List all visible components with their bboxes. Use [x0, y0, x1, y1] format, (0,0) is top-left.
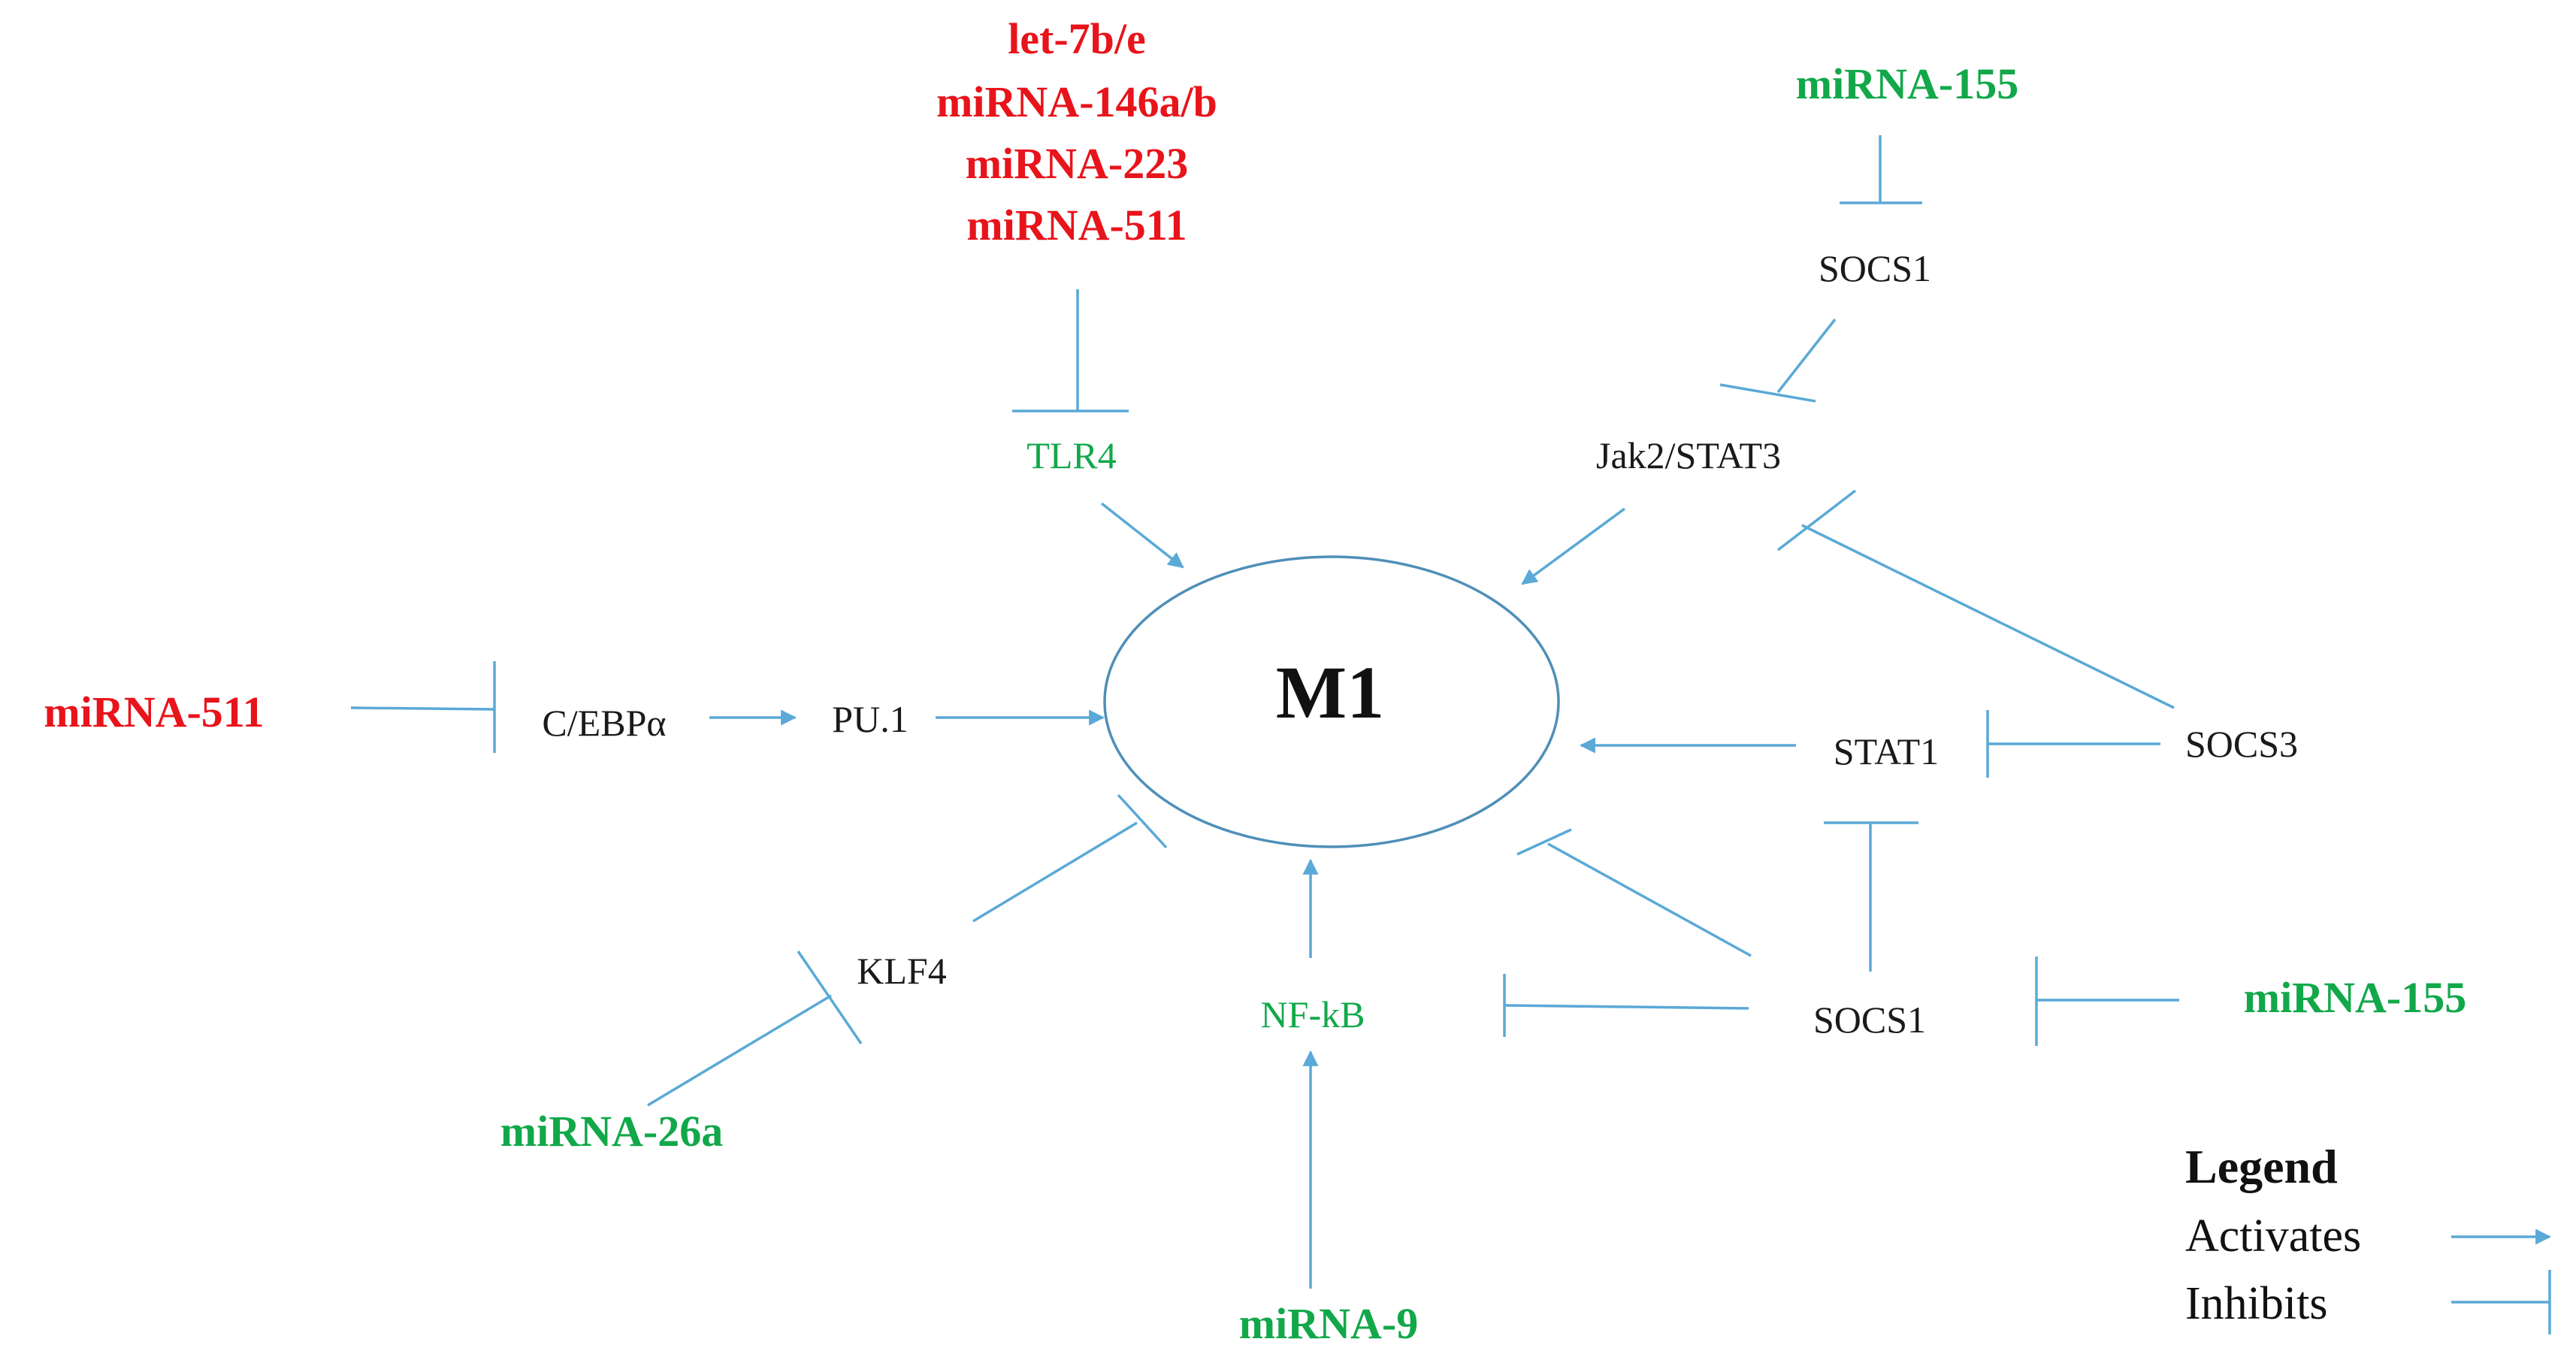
edge-socs1-inhibits-m1 — [1547, 842, 1752, 957]
node-pu1: PU.1 — [832, 698, 909, 740]
node-klf4: KLF4 — [857, 950, 947, 992]
node-socs1-top: SOCS1 — [1818, 247, 1932, 289]
m1-label: M1 — [1275, 651, 1385, 734]
node-socs3: SOCS3 — [2184, 723, 2299, 765]
edge-socs1-inhibits-nfkb — [1504, 1004, 1749, 1010]
edge-klf4-inhibits-m1 — [972, 821, 1138, 923]
mirna-26a-label: miRNA-26a — [500, 1107, 724, 1156]
node-jak2-stat3: Jak2/STAT3 — [1596, 434, 1781, 476]
m1-ellipse — [1103, 555, 1560, 848]
edge-socs3-inhibits-jak2 — [1801, 524, 2175, 709]
inhibit-bar-klf4 — [797, 950, 863, 1044]
legend-title: Legend — [2185, 1140, 2338, 1193]
mirna-9-label: miRNA-9 — [1238, 1299, 1419, 1348]
edge-mir511-inhibits-cebpa — [350, 706, 495, 711]
edge-socs1-inhibits-jak2 — [1776, 318, 1837, 394]
edge-mir26a-inhibits-klf4 — [647, 994, 832, 1107]
node-stat1: STAT1 — [1833, 730, 1940, 772]
inhibit-bar-m1-socs1 — [1516, 828, 1572, 856]
legend-inhibits-label: Inhibits — [2185, 1278, 2328, 1329]
node-socs1-bottom: SOCS1 — [1813, 999, 1927, 1041]
inhibit-bar-m1-klf4 — [1117, 793, 1168, 849]
node-tlr4: TLR4 — [1026, 434, 1117, 476]
node-nfkb: NF-kB — [1260, 993, 1365, 1035]
inhibit-bar-jak2-top — [1719, 383, 1816, 403]
mirna-155-right-label: miRNA-155 — [2243, 973, 2467, 1022]
edge-tlr4-activates-m1 — [1100, 502, 1184, 569]
edge-jak2-activates-m1 — [1521, 507, 1626, 585]
mirna-146-label: miRNA-146a/b — [936, 77, 1217, 126]
legend-activates-label: Activates — [2185, 1210, 2362, 1262]
mirna-155-top-label: miRNA-155 — [1795, 59, 2019, 108]
mirna-511-top-label: miRNA-511 — [966, 201, 1187, 249]
mirna-223-label: miRNA-223 — [965, 139, 1189, 188]
inhibit-bar-jak2-right — [1776, 489, 1857, 552]
node-cebpa: C/EBPα — [542, 702, 667, 744]
mirna-511-left-label: miRNA-511 — [44, 688, 265, 736]
mirna-let7-label: let-7b/e — [1008, 14, 1146, 63]
